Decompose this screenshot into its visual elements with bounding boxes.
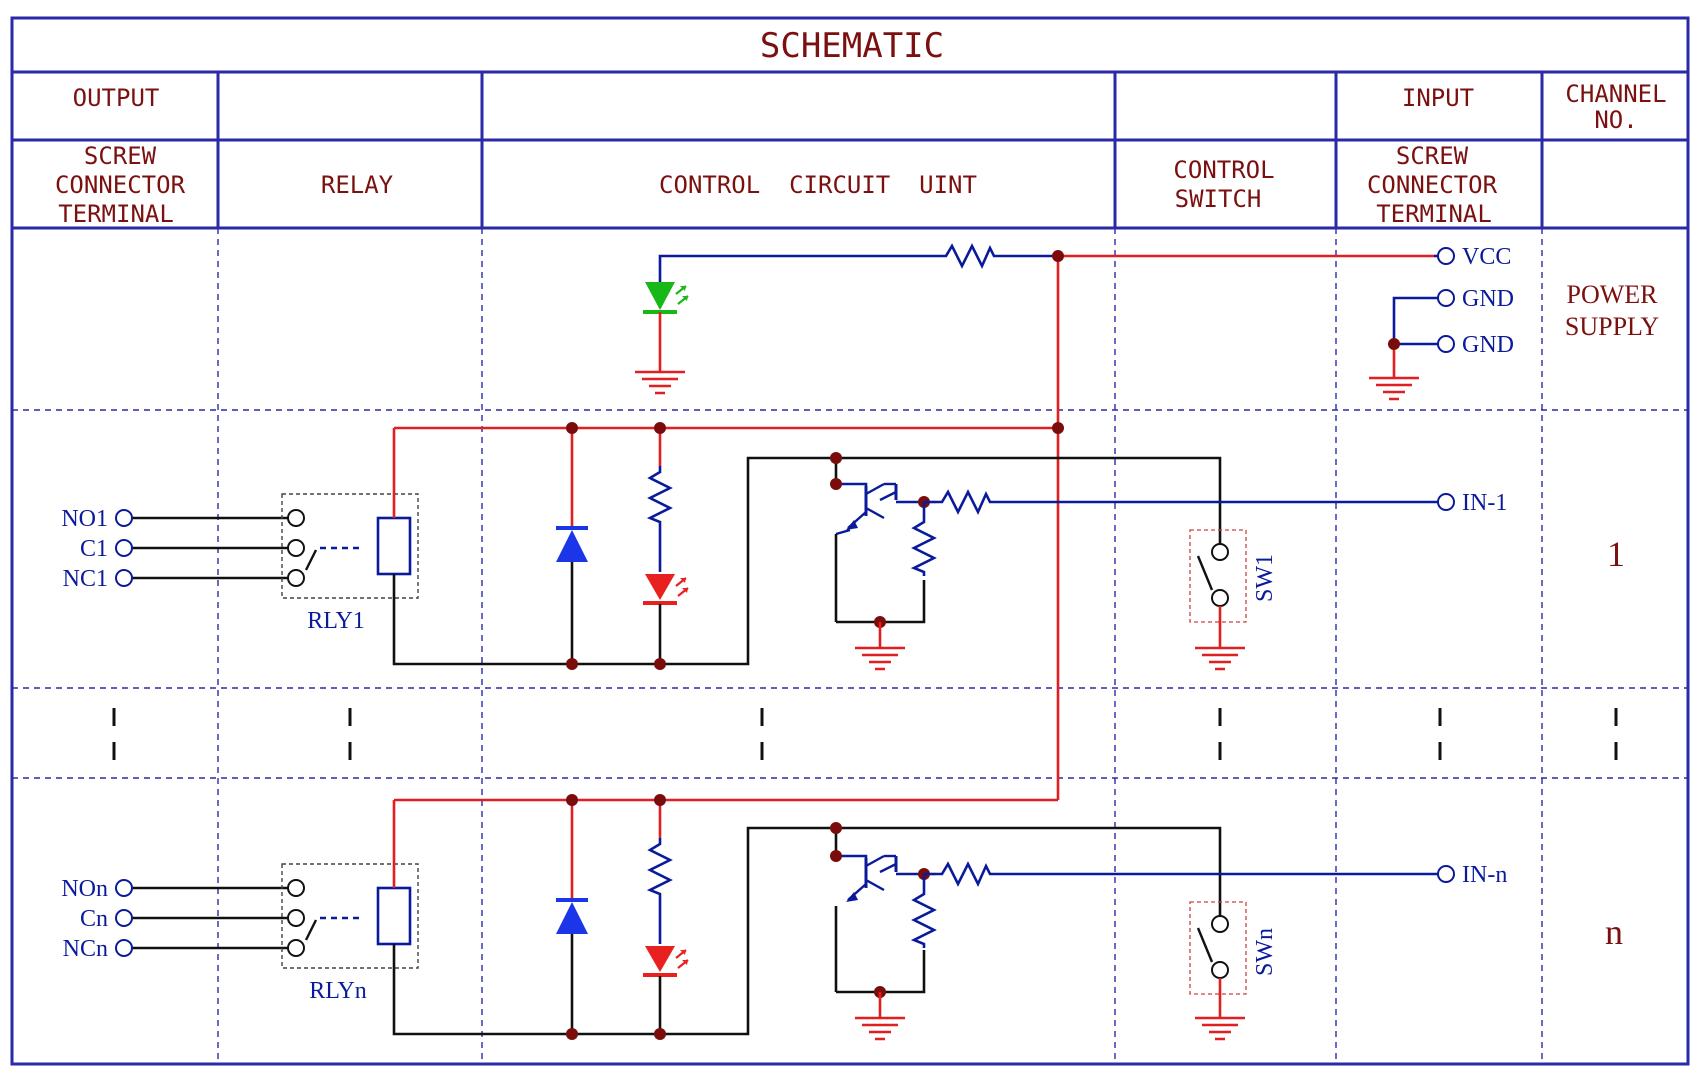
relay <box>281 863 419 969</box>
diode-icon <box>556 526 588 562</box>
node-dot <box>566 1028 578 1040</box>
label-cn: Cn <box>80 906 108 932</box>
ground-icon <box>1193 1016 1247 1041</box>
col-screw-out-1: SCREW <box>84 142 157 170</box>
label-no1: NO1 <box>61 506 108 532</box>
ground-icon <box>1193 646 1247 671</box>
ground-icon <box>853 1016 907 1041</box>
label-sw1: SW1 <box>1252 554 1278 602</box>
led-red-icon <box>643 946 690 977</box>
ellipsis-row <box>112 708 1618 760</box>
col-screw-out-2: CONNECTOR <box>55 171 186 199</box>
label-rly1: RLY1 <box>307 608 365 634</box>
title: SCHEMATIC <box>760 26 944 66</box>
col-control-switch-2: SWITCH <box>1175 185 1262 213</box>
terminal-c <box>115 909 133 927</box>
transistor-pair <box>834 828 926 994</box>
label-nc1: NC1 <box>63 566 108 592</box>
ground-icon <box>853 646 907 671</box>
frame-grid <box>10 16 1690 1066</box>
channel-1 <box>115 422 1455 671</box>
label-c1: C1 <box>80 536 108 562</box>
power-supply-section <box>633 244 1455 401</box>
label-vcc: VCC <box>1462 244 1511 270</box>
label-swn: SWn <box>1252 928 1278 976</box>
label-gnd-2: GND <box>1462 332 1514 358</box>
terminal-no <box>115 509 133 527</box>
header-channel-no-1: CHANNEL <box>1565 80 1666 108</box>
col-screw-in-1: SCREW <box>1396 142 1469 170</box>
node-dot <box>566 658 578 670</box>
ground-icon <box>1367 376 1421 401</box>
header-input: INPUT <box>1402 84 1474 112</box>
channel-n-number: n <box>1605 912 1623 952</box>
terminal-vcc <box>1437 247 1455 265</box>
terminal-input <box>1437 493 1455 511</box>
node-dot <box>654 422 666 434</box>
terminal-gnd-2 <box>1437 335 1455 353</box>
label-ncn: NCn <box>63 936 108 962</box>
header-channel-no-2: NO. <box>1594 106 1637 134</box>
label-rlyn: RLYn <box>309 978 367 1004</box>
terminal-no <box>115 879 133 897</box>
node-dot <box>830 850 842 862</box>
led-green-icon <box>643 282 690 314</box>
col-screw-in-2: CONNECTOR <box>1367 171 1498 199</box>
node-dot <box>830 478 842 490</box>
power-supply-label-2: SUPPLY <box>1565 312 1659 341</box>
terminal-gnd-1 <box>1437 289 1455 307</box>
label-inn: IN-n <box>1462 862 1507 888</box>
node-dot <box>566 422 578 434</box>
col-control-circuit: CONTROL CIRCUIT UINT <box>659 171 977 199</box>
channel-1-number: 1 <box>1607 534 1625 574</box>
led-red-icon <box>643 574 690 605</box>
node-dot <box>1052 422 1064 434</box>
node-dot <box>830 452 842 464</box>
diode-icon <box>556 898 588 934</box>
label-gnd-1: GND <box>1462 286 1514 312</box>
col-control-switch-1: CONTROL <box>1173 156 1274 184</box>
transistor-pair <box>834 458 926 624</box>
switch <box>1189 901 1247 995</box>
label-in1: IN-1 <box>1462 490 1507 516</box>
power-supply-label-1: POWER <box>1567 280 1659 309</box>
node-dot <box>1388 338 1400 350</box>
switch <box>1189 529 1247 623</box>
col-screw-out-3: TERMINAL <box>58 200 174 228</box>
node-dot <box>566 794 578 806</box>
col-screw-in-3: TERMINAL <box>1376 200 1492 228</box>
node-dot <box>654 658 666 670</box>
terminal-nc <box>115 939 133 957</box>
node-dot <box>830 822 842 834</box>
node-dot <box>654 1028 666 1040</box>
terminal-input <box>1437 865 1455 883</box>
terminal-nc <box>115 569 133 587</box>
node-dot <box>1052 250 1064 262</box>
header-output: OUTPUT <box>73 84 160 112</box>
terminal-c <box>115 539 133 557</box>
ground-icon <box>633 370 687 395</box>
node-dot <box>654 794 666 806</box>
col-relay: RELAY <box>321 171 394 199</box>
vcc-trunk <box>394 250 1064 802</box>
relay <box>281 493 419 599</box>
label-non: NOn <box>61 876 108 902</box>
channel-n <box>115 794 1455 1041</box>
